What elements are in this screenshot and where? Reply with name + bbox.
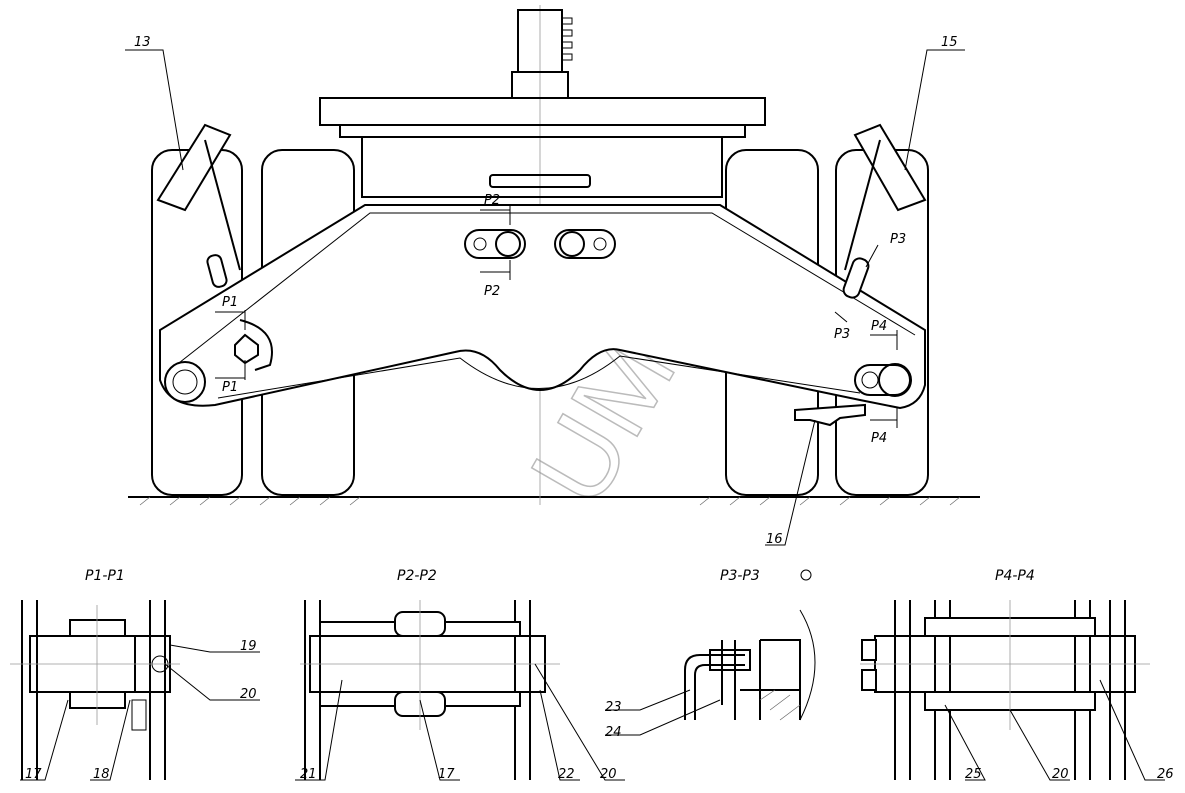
section-mark-p3-top: P3: [890, 232, 906, 247]
label-25: 25: [965, 767, 982, 782]
label-26: 26: [1157, 767, 1174, 782]
section-title-p2: P2-P2: [397, 568, 437, 584]
label-17: 17: [25, 767, 42, 782]
section-mark-p3-bottom: P3: [834, 327, 850, 342]
section-p1-p1: P1-P1 19 20 17 18: [10, 568, 260, 782]
section-title-p4: P4-P4: [995, 568, 1035, 584]
callout-16: 16: [766, 532, 783, 547]
section-mark-p1-top: P1: [222, 295, 238, 310]
callout-15: 15: [941, 35, 958, 50]
main-view: 13 15 16 P1 P1 P2 P2 P3 P3 P4 P4: [125, 5, 980, 547]
label-18: 18: [93, 767, 110, 782]
rotate-icon: [800, 569, 812, 581]
callout-13: 13: [134, 35, 151, 50]
section-mark-p4-bottom: P4: [871, 431, 887, 446]
label-23: 23: [605, 700, 622, 715]
section-mark-p2-top: P2: [484, 193, 500, 208]
label-24: 24: [605, 725, 622, 740]
section-mark-p1-bottom: P1: [222, 380, 238, 395]
section-p4-p4: P4-P4 25 20 26: [860, 568, 1174, 782]
section-title-p3: P3-P3: [720, 568, 760, 584]
label-20: 20: [240, 687, 257, 702]
label-20: 20: [1052, 767, 1069, 782]
section-mark-p2-bottom: P2: [484, 284, 500, 299]
label-19: 19: [240, 639, 257, 654]
section-p3-p3: P3-P3 23 24: [605, 568, 816, 740]
section-title-p1: P1-P1: [85, 568, 125, 584]
label-20: 20: [600, 767, 617, 782]
label-21: 21: [300, 767, 317, 782]
label-17: 17: [438, 767, 455, 782]
section-p2-p2: P2-P2 21 17 22 20: [295, 568, 625, 782]
section-mark-p4-top: P4: [871, 319, 887, 334]
label-22: 22: [558, 767, 575, 782]
